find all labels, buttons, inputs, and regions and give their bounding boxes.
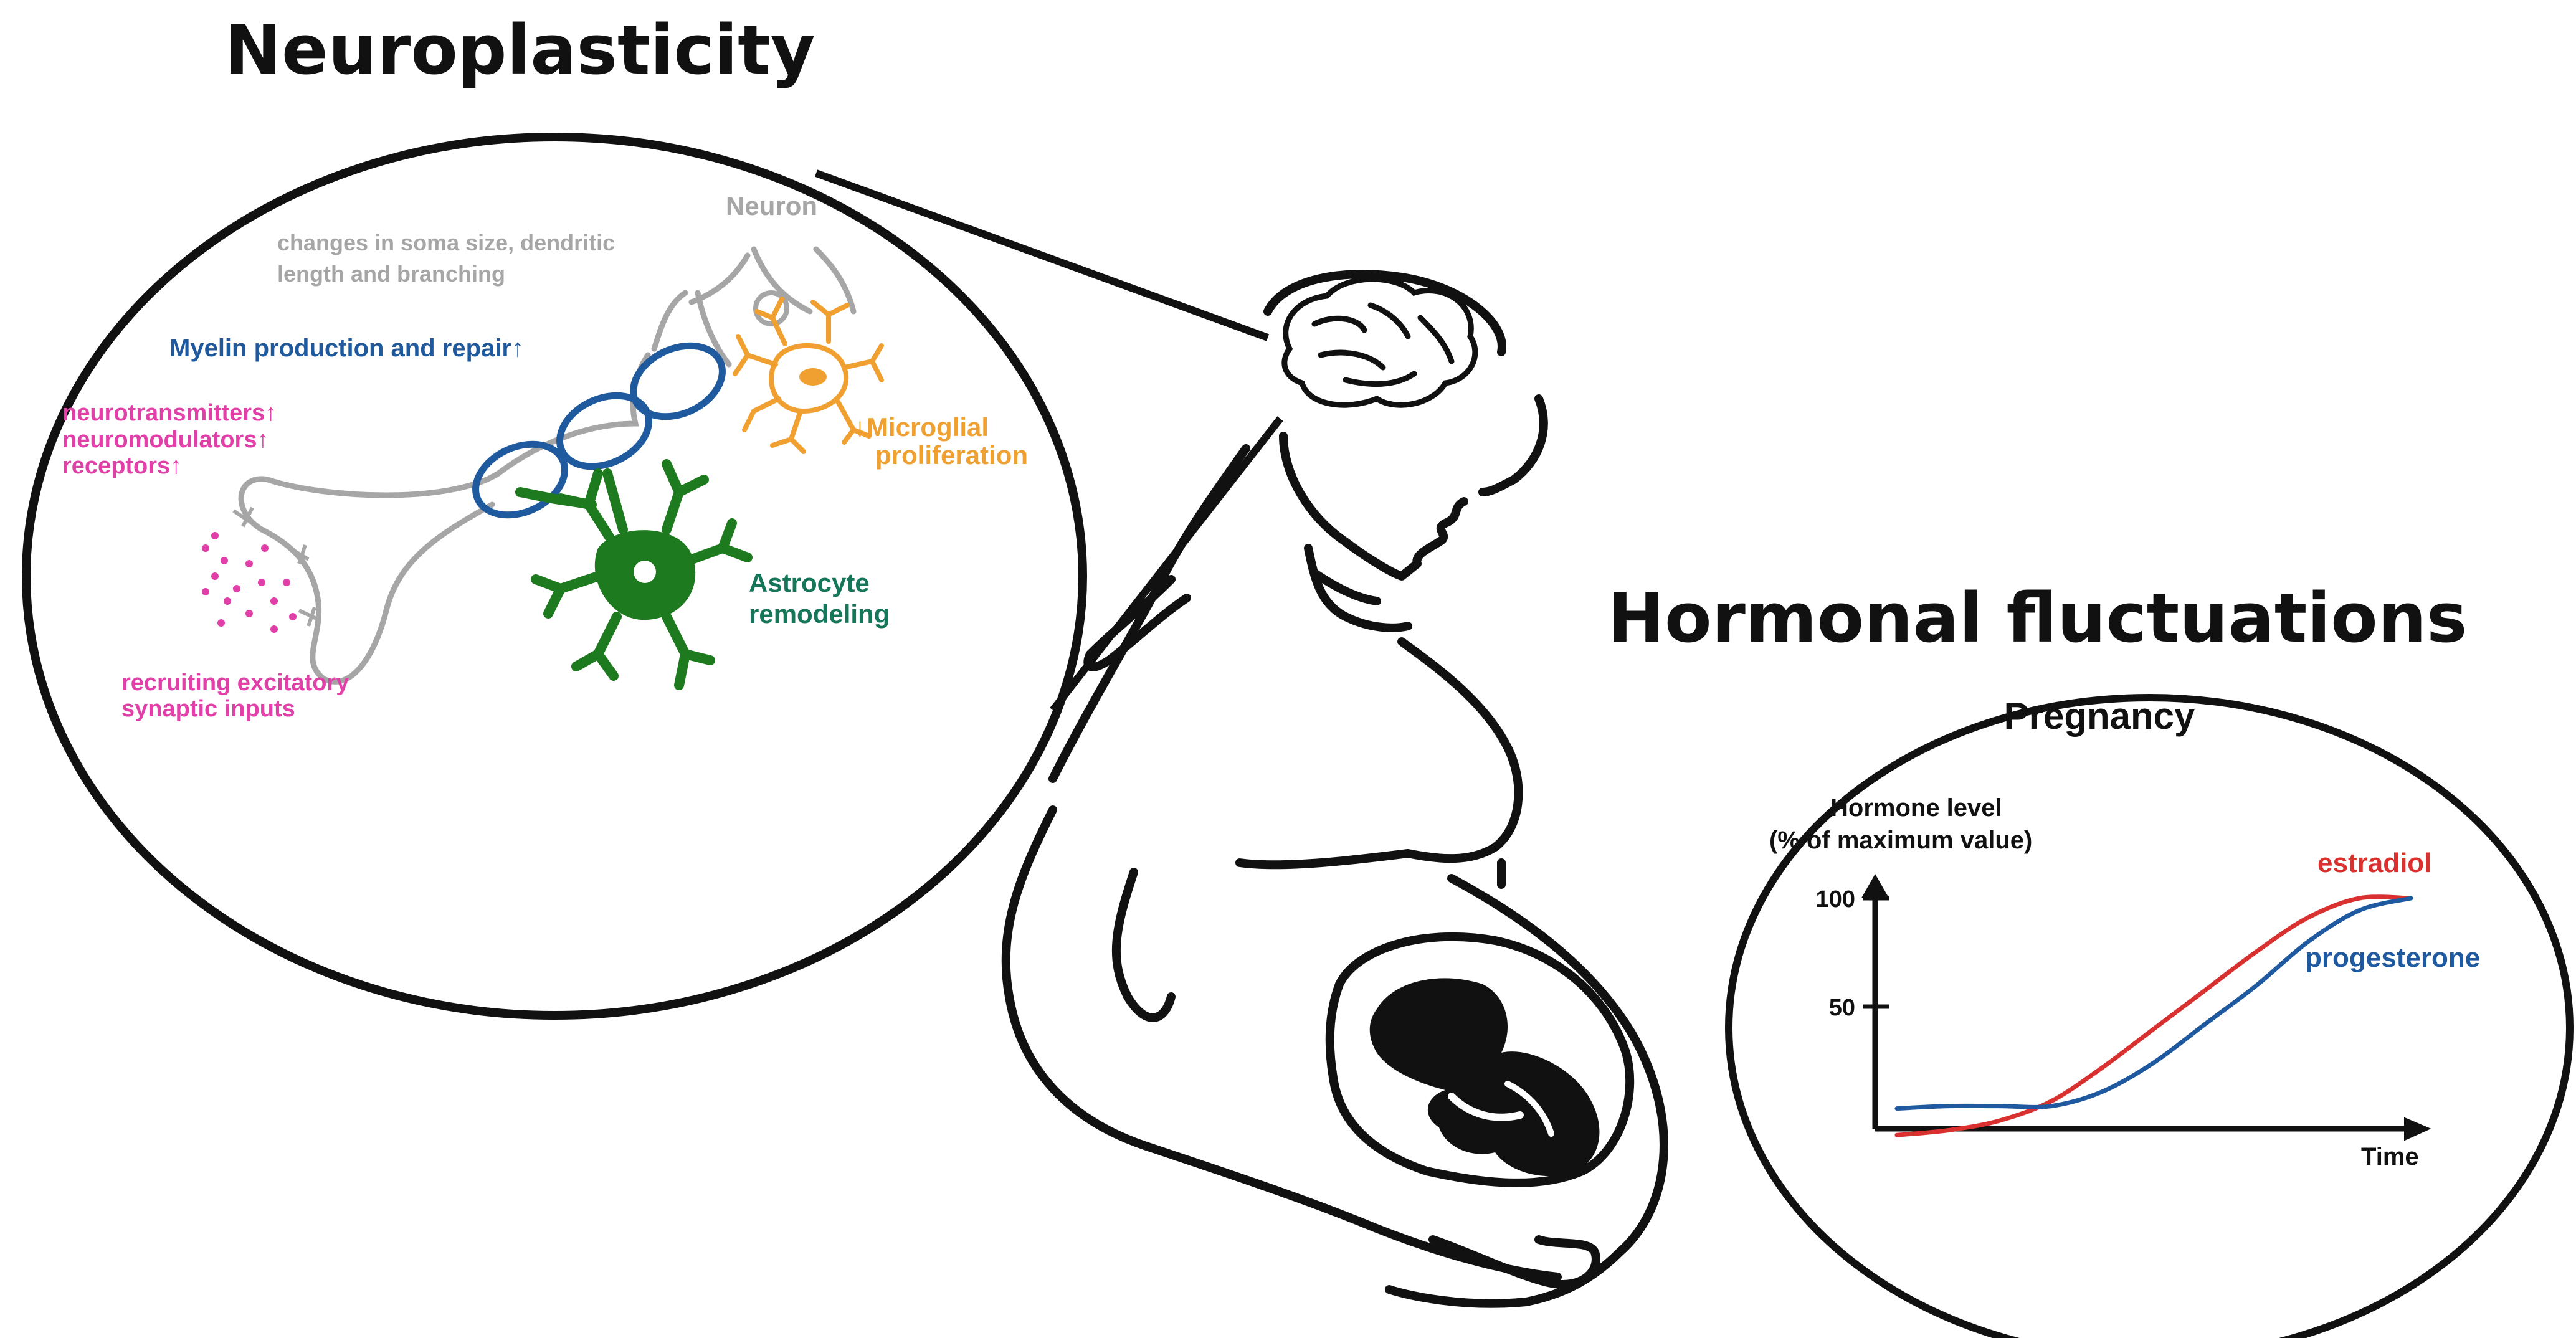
neuron-label: Neuron: [726, 191, 817, 221]
y-axis-label-line2: (% of maximum value): [1769, 827, 2032, 854]
neuron-changes-line2: length and branching: [277, 261, 505, 287]
microglia-label-line2: proliferation: [875, 440, 1028, 470]
neurotransmitter-dots: [202, 532, 297, 633]
neurotransmitters-label: neurotransmitters↑: [62, 400, 277, 426]
neuromodulators-label: neuromodulators↑: [62, 427, 269, 453]
progesterone-label: progesterone: [2305, 942, 2480, 973]
microglia-cell: [733, 297, 884, 454]
fetus-silhouette: [1369, 978, 1600, 1177]
neuroplasticity-title: Neuroplasticity: [224, 10, 815, 90]
microglia-label-line1: ↓Microglial: [853, 412, 989, 442]
estradiol-line: [1894, 894, 2413, 1137]
astrocyte-label-line1: Astrocyte: [749, 568, 870, 597]
hormonal-circle: [1725, 694, 2574, 1338]
zoom-line-top: [814, 169, 1270, 341]
astrocyte-label-line2: remodeling: [749, 599, 890, 629]
excitatory-label-line1: recruiting excitatory: [121, 670, 349, 696]
myelin-label: Myelin production and repair↑: [169, 334, 524, 362]
neuron-drawing: [238, 246, 857, 685]
y-axis-label-line1: Hormone level: [1830, 794, 2002, 822]
chart-axes: [1861, 873, 2431, 1141]
chart-subtitle: Pregnancy: [2004, 695, 2195, 737]
pregnant-figure: [1001, 270, 1668, 1308]
progesterone-line: [1894, 896, 2413, 1111]
hormonal-title: Hormonal fluctuations: [1607, 578, 2467, 658]
myelin-sheaths: [472, 342, 726, 519]
synapse-marks: [232, 506, 320, 627]
neuron-changes-line1: changes in soma size, dendritic: [277, 230, 615, 255]
microglia-nucleus: [799, 368, 827, 386]
astrocyte-cell: [515, 459, 753, 690]
brain-icon: [1281, 276, 1478, 408]
excitatory-label-line2: synaptic inputs: [121, 696, 295, 722]
receptors-label: receptors↑: [62, 453, 182, 479]
y-tick-50: 50: [1829, 995, 1855, 1021]
chart-series: [1894, 894, 2413, 1137]
estradiol-label: estradiol: [2317, 848, 2431, 878]
neuron-nucleus: [753, 290, 789, 326]
x-axis-label: Time: [2361, 1143, 2419, 1170]
neuroplasticity-magnifier-circle: [22, 133, 1087, 1020]
y-tick-100: 100: [1816, 886, 1855, 913]
